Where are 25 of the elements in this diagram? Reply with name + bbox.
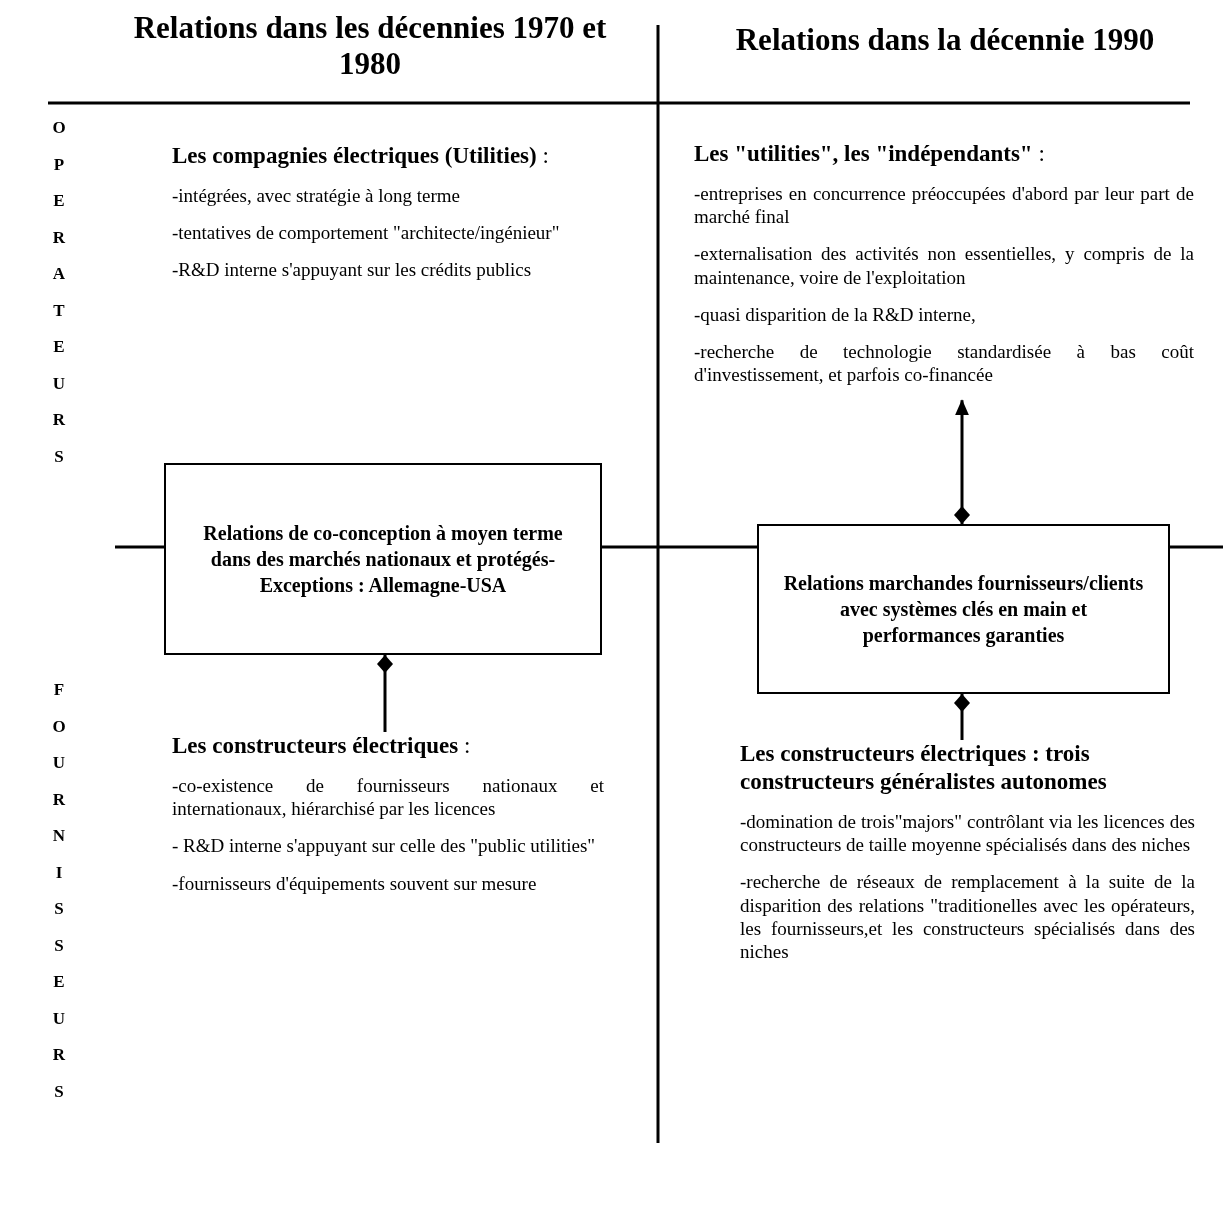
bullet-text: -R&D interne s'appuyant sur les crédits publics (172, 258, 533, 282)
block-heading: Les constructeurs électriques : (172, 732, 472, 760)
bullet-text: -quasi disparition de la R&D interne, (694, 302, 977, 326)
block-heading: Les "utilities", les "indépendants" : (694, 140, 1046, 168)
block-heading: Les compagnies électriques (Utilities) : (172, 142, 550, 170)
bullet-text: -fournisseurs d'équipements souvent sur mesure (172, 871, 538, 895)
bullet-text: -co-existence de fournisseurs nationaux et internationaux, hiérarchisé par les licences (172, 774, 604, 821)
column-heading: Relations dans la décennie 1990 (734, 22, 1156, 58)
relation-box: Relations marchandes fournisseurs/clients avec systèmes clés en main et performances garanties (757, 524, 1170, 694)
column-heading: Relations dans les décennies 1970 et 1980 (132, 10, 608, 82)
row-heading: FOURNISSEURS (52, 679, 66, 1103)
bullet-text: -entreprises en concurrence préoccupées d'abord par leur part de marché final (694, 182, 1194, 229)
bullet-text: -tentatives de comportement "architecte/ingénieur" (172, 221, 561, 245)
relation-box: Relations de co-conception à moyen terme dans des marchés nationaux et protégés- Exceptions : Allemagne-USA (164, 463, 602, 655)
bullet-text: -externalisation des activités non essentielles, y compris de la maintenance, voire de l'exploitation (694, 242, 1194, 289)
connector-line (954, 399, 970, 524)
row-heading: OPERATEURS (52, 117, 66, 468)
bullet-text: - R&D interne s'appuyant sur celle des "public utilities" (172, 834, 597, 858)
bullet-text: -recherche de réseaux de remplacement à la suite de la disparition des relations "traditionelles avec les opérateurs, les fournisseurs,et les constructeurs spécialisés dans des niches (740, 870, 1195, 964)
connector-line (377, 655, 393, 732)
bullet-text: -domination de trois"majors" contrôlant via les licences des constructeurs de taille moyenne spécialisés dans des niches (740, 810, 1195, 857)
bullet-text: -recherche de technologie standardisée à bas coût d'investissement, et parfois co-financée (694, 339, 1194, 387)
block-heading: Les constructeurs électriques : trois constructeurs généralistes autonomes (740, 740, 1108, 797)
connector-line (954, 694, 970, 740)
bullet-text: -intégrées, avec stratégie à long terme (172, 184, 462, 208)
